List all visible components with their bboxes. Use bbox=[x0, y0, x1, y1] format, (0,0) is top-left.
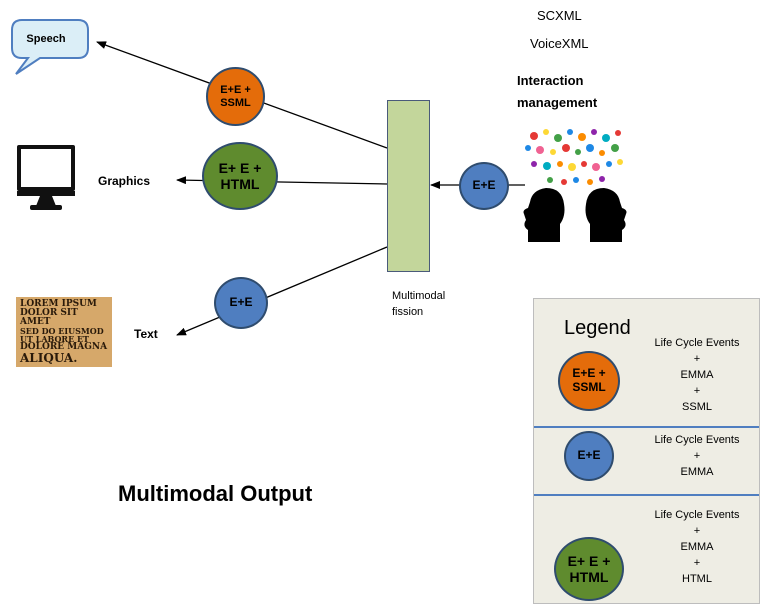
text-label: Text bbox=[134, 327, 158, 341]
legend-circle-ssml: E+E + SSML bbox=[558, 351, 620, 411]
legend-line: Life Cycle Events bbox=[654, 509, 740, 521]
legend-title: Legend bbox=[564, 317, 631, 339]
legend-line: Life Cycle Events bbox=[654, 434, 740, 446]
legend-line: + bbox=[693, 557, 701, 569]
legend-box: Legend E+E + SSML Life Cycle Events + EM… bbox=[533, 298, 760, 604]
page-title: Multimodal Output bbox=[118, 481, 313, 506]
legend-circle-html: E+ E + HTML bbox=[554, 537, 624, 601]
legend-desc-ssml: Life Cycle Events + EMMA + SSML bbox=[642, 335, 752, 415]
text-circle: E+E bbox=[214, 277, 268, 329]
lorem-text-image: LOREM IPSUM DOLOR SIT AMET SED DO EIUSMO… bbox=[16, 297, 112, 367]
legend-line: EMMA bbox=[680, 541, 714, 553]
two-heads-communication-icon bbox=[523, 129, 627, 242]
legend-circle-ee: E+E bbox=[564, 431, 614, 481]
speech-bubble-icon bbox=[11, 19, 89, 75]
interaction-management-label: Interaction management bbox=[517, 73, 598, 110]
speech-circle: E+E + SSML bbox=[206, 67, 265, 126]
legend-divider bbox=[534, 494, 759, 496]
legend-line: HTML bbox=[682, 573, 712, 585]
text-image-line: LOREM IPSUM bbox=[20, 299, 97, 309]
graphics-label: Graphics bbox=[98, 174, 151, 188]
text-image-line: SED DO EIUSMOD bbox=[20, 326, 104, 336]
legend-desc-ee: Life Cycle Events + EMMA bbox=[642, 432, 752, 480]
text-image-line: DOLOR SIT AMET bbox=[20, 308, 78, 327]
text-image-line: UT LABORE ET bbox=[20, 334, 90, 344]
legend-line: EMMA bbox=[680, 369, 714, 381]
legend-line: + bbox=[693, 450, 701, 462]
voicexml-label: VoiceXML bbox=[530, 36, 589, 51]
fission-box bbox=[387, 100, 430, 272]
legend-divider bbox=[534, 426, 759, 428]
legend-line: EMMA bbox=[680, 466, 714, 478]
legend-line: + bbox=[693, 525, 701, 537]
fission-label: Multimodal fission bbox=[392, 290, 446, 318]
scxml-label: SCXML bbox=[537, 8, 582, 23]
graphics-circle: E+ E + HTML bbox=[202, 142, 278, 210]
legend-line: + bbox=[693, 353, 701, 365]
legend-line: Life Cycle Events bbox=[654, 337, 740, 349]
legend-line: SSML bbox=[682, 401, 712, 413]
monitor-icon bbox=[17, 145, 75, 210]
text-image-line: DOLORE MAGNA bbox=[20, 342, 108, 352]
text-image-line: ALIQUA. bbox=[20, 351, 78, 365]
legend-line: + bbox=[693, 385, 701, 397]
arrow-to-text bbox=[176, 246, 388, 336]
legend-desc-html: Life Cycle Events + EMMA + HTML bbox=[642, 507, 752, 587]
speech-label: Speech bbox=[26, 33, 66, 45]
input-circle: E+E bbox=[459, 162, 509, 210]
